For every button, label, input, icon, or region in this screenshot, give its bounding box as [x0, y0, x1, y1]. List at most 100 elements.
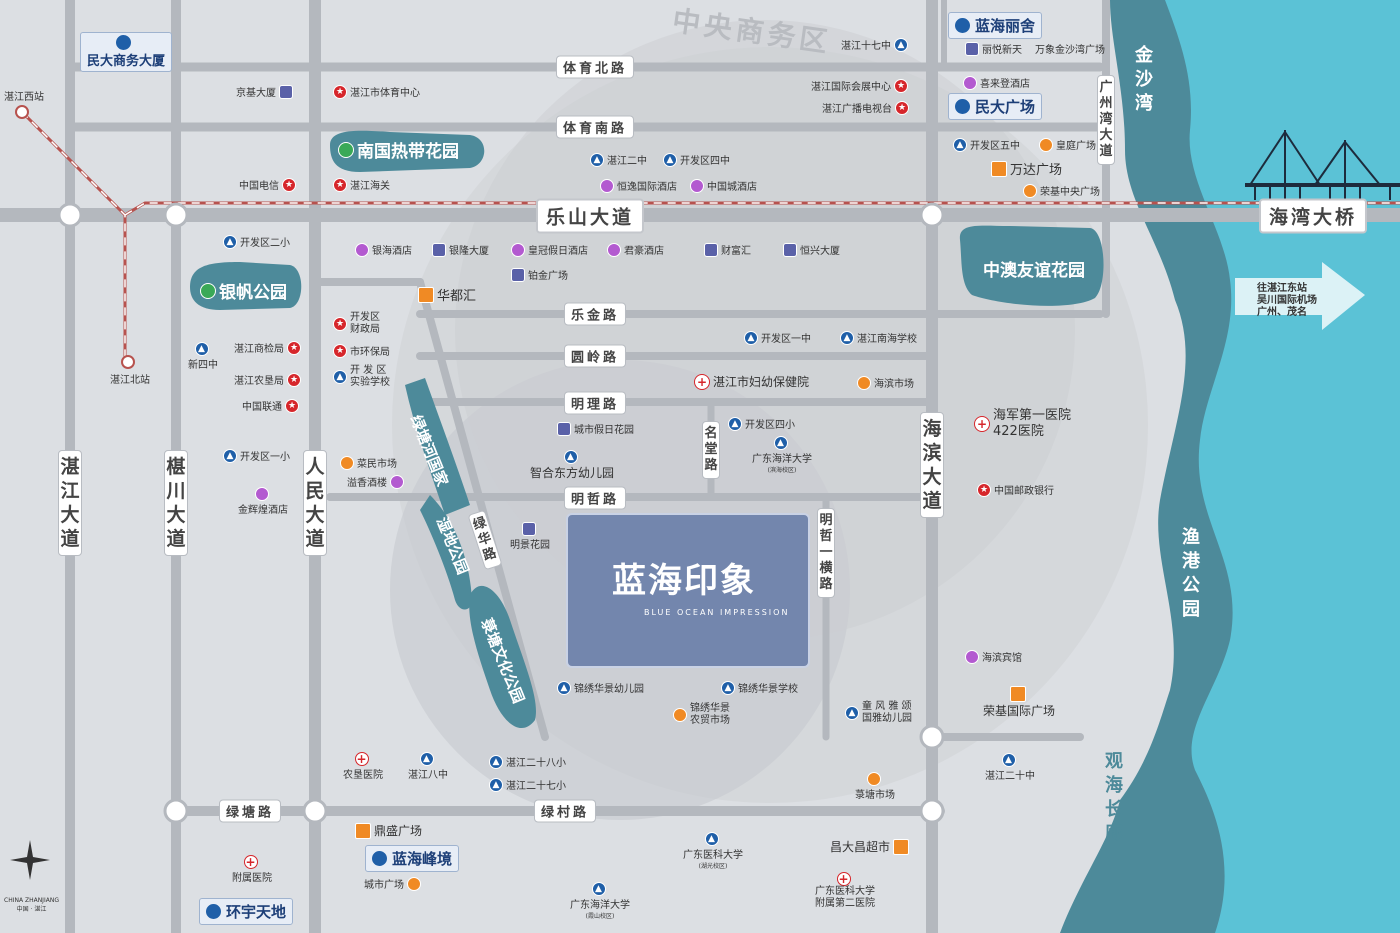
- school-icon: ▲: [728, 416, 742, 431]
- poi-jxhj-market[interactable]: 锦绣华景农贸市场: [673, 703, 730, 727]
- school-icon: ▲: [333, 370, 347, 384]
- park-icon: [338, 141, 354, 158]
- poi-rongji-zx[interactable]: 荣基中央广场: [1023, 183, 1100, 198]
- poi-jinhuihuang[interactable]: 金辉煌酒店: [238, 487, 288, 516]
- poi-rongji-gj[interactable]: 荣基国际广场: [983, 686, 1055, 719]
- poi-tongfeng[interactable]: ▲童 风 雅 颂国雅幼儿园: [845, 701, 912, 725]
- poi-jxhj-kg[interactable]: ▲锦绣华景幼儿园: [557, 680, 644, 695]
- poi-huangguan-jr[interactable]: 皇冠假日酒店: [511, 242, 588, 257]
- poi-kfq1z[interactable]: ▲开发区一中: [744, 330, 811, 345]
- building-icon: [704, 242, 718, 257]
- poi-xinsi[interactable]: ▲新四中: [188, 342, 218, 371]
- wetland-park-1: [405, 378, 470, 515]
- poi-wanda[interactable]: 万达广场: [991, 159, 1062, 178]
- poi-huadu[interactable]: 华都汇: [418, 285, 476, 304]
- poi-haiguan[interactable]: ★湛江海关: [333, 177, 390, 192]
- poi-caimin[interactable]: 菜民市场: [340, 455, 397, 470]
- star-icon: ★: [287, 340, 301, 355]
- poi-yinhai[interactable]: 银海酒店: [355, 242, 412, 257]
- poi-yixiang[interactable]: 溢香酒楼: [347, 474, 407, 489]
- poi-junhao[interactable]: 君豪酒店: [607, 242, 664, 257]
- poi-mingjing[interactable]: 明景花园: [510, 522, 550, 551]
- shop-icon: [1023, 183, 1037, 198]
- poi-youzheng[interactable]: ★中国邮政银行: [977, 482, 1054, 497]
- poi-kfq1x[interactable]: ▲开发区一小: [223, 448, 290, 463]
- poi-hengxing[interactable]: 恒兴大厦: [783, 242, 840, 257]
- poi-gdou2[interactable]: ▲广东海洋大学(霞山校区): [570, 882, 630, 920]
- badge-minda-guangchang[interactable]: 民大广场: [948, 93, 1043, 120]
- park-jinsha-label: 金沙湾: [1135, 45, 1153, 114]
- star-icon: ★: [333, 84, 347, 99]
- poi-yinlong[interactable]: 银隆大厦: [432, 242, 489, 257]
- poi-zhihui[interactable]: ▲智合东方幼儿园: [530, 450, 615, 480]
- badge-huanyu[interactable]: 环宇天地: [199, 898, 294, 925]
- road-tiyu-bei: 体育北路: [555, 55, 635, 79]
- poi-tiyu-center[interactable]: ★湛江市体育中心: [333, 84, 420, 99]
- mall-icon: [418, 286, 434, 303]
- star-icon: ★: [285, 398, 299, 413]
- poi-kfq5[interactable]: ▲开发区五中: [953, 137, 1020, 152]
- poi-kfq2x[interactable]: ▲开发区二小: [223, 234, 290, 249]
- poi-zhanjiang17[interactable]: 湛江十七中▲: [841, 37, 911, 52]
- poi-haibin-hotel[interactable]: 海滨宾馆: [965, 649, 1022, 664]
- poi-dianxin[interactable]: 中国电信★: [239, 177, 299, 192]
- poi-fuyou[interactable]: +湛江市妇幼保健院: [694, 373, 809, 390]
- hotel-icon: [965, 649, 979, 664]
- school-icon: ▲: [1001, 753, 1016, 767]
- poi-jiari-garden[interactable]: 城市假日花园: [557, 421, 634, 436]
- poi-fushu[interactable]: +附属医院: [232, 855, 272, 884]
- poi-zj20[interactable]: ▲湛江二十中: [985, 753, 1035, 782]
- school-icon: ▲: [840, 330, 854, 345]
- project-block[interactable]: 蓝海印象 BLUE OCEAN IMPRESSION: [566, 513, 810, 668]
- badge-lanhai-lishe[interactable]: 蓝海丽舍: [948, 12, 1043, 39]
- poi-caifu[interactable]: 财富汇: [704, 242, 751, 257]
- hospital-icon: +: [974, 416, 990, 432]
- road-tiyu-nan: 体育南路: [555, 115, 635, 139]
- poi-changda[interactable]: 昌大昌超市: [830, 838, 912, 855]
- hospital-icon: +: [836, 872, 851, 886]
- poi-shangjian[interactable]: 湛江商检局★: [234, 340, 304, 355]
- poi-caitang-market[interactable]: 菉塘市场: [855, 772, 895, 801]
- poi-liyue[interactable]: 丽悦新天: [965, 41, 1022, 56]
- building-icon: [521, 522, 536, 536]
- building-icon: [955, 18, 970, 33]
- mall-icon: [355, 822, 371, 839]
- market-icon: [673, 708, 687, 722]
- poi-zj28[interactable]: ▲湛江二十八小: [489, 754, 566, 769]
- poi-bojin[interactable]: 铂金广场: [511, 267, 568, 282]
- poi-nanhai-school[interactable]: ▲湛江南海学校: [840, 330, 917, 345]
- poi-huanbao[interactable]: ★市环保局: [333, 343, 390, 358]
- project-title: 蓝海印象: [612, 561, 756, 601]
- poi-huangguan[interactable]: 皇庭广场: [1039, 137, 1096, 152]
- poi-nongken[interactable]: 湛江农垦局★: [234, 372, 304, 387]
- poi-kfq4z[interactable]: ▲开发区四中: [663, 152, 730, 167]
- poi-gdmu[interactable]: ▲广东医科大学(湖光校区): [683, 832, 743, 870]
- poi-shiyan[interactable]: ▲开 发 区实验学校: [333, 365, 390, 389]
- poi-liantong[interactable]: 中国联通★: [242, 398, 302, 413]
- poi-jingji[interactable]: 京基大厦: [236, 84, 296, 99]
- poi-czj[interactable]: ★开发区财政局: [333, 312, 380, 336]
- poi-zj8[interactable]: ▲湛江八中: [408, 752, 448, 781]
- poi-nongken-hosp[interactable]: +农垦医院: [343, 752, 383, 781]
- road-renmin: 人民大道: [303, 450, 327, 556]
- poi-dingsheng[interactable]: 鼎盛广场: [355, 822, 422, 839]
- poi-gdmu-hosp[interactable]: +广东医科大学附属第二医院: [815, 872, 875, 909]
- poi-xilai[interactable]: 喜来登酒店: [963, 75, 1030, 90]
- poi-zhongcheng[interactable]: 中国城酒店: [690, 178, 757, 193]
- poi-zj2[interactable]: ▲湛江二中: [590, 152, 647, 167]
- poi-kfq4x[interactable]: ▲开发区四小: [728, 416, 795, 431]
- park-icon: [200, 282, 216, 299]
- poi-zj27[interactable]: ▲湛江二十七小: [489, 777, 566, 792]
- poi-jxhj-school[interactable]: ▲锦绣华景学校: [721, 680, 798, 695]
- poi-guangbo[interactable]: 湛江广播电视台★: [822, 100, 912, 115]
- poi-chengshi[interactable]: 城市广场: [364, 876, 424, 891]
- badge-lanhai-fengjing[interactable]: 蓝海峰境: [365, 845, 460, 872]
- badge-minda-shangwu[interactable]: 民大商务大厦: [80, 32, 173, 72]
- poi-haibin-market[interactable]: 海滨市场: [857, 375, 914, 390]
- poi-huizhan[interactable]: 湛江国际会展中心★: [811, 78, 911, 93]
- poi-wanxiang[interactable]: 万象金沙湾广场: [1035, 45, 1105, 56]
- poi-guangdong-ocean[interactable]: ▲广东海洋大学(滨海校区): [752, 436, 812, 474]
- poi-hengyi[interactable]: 恒逸国际酒店: [600, 178, 677, 193]
